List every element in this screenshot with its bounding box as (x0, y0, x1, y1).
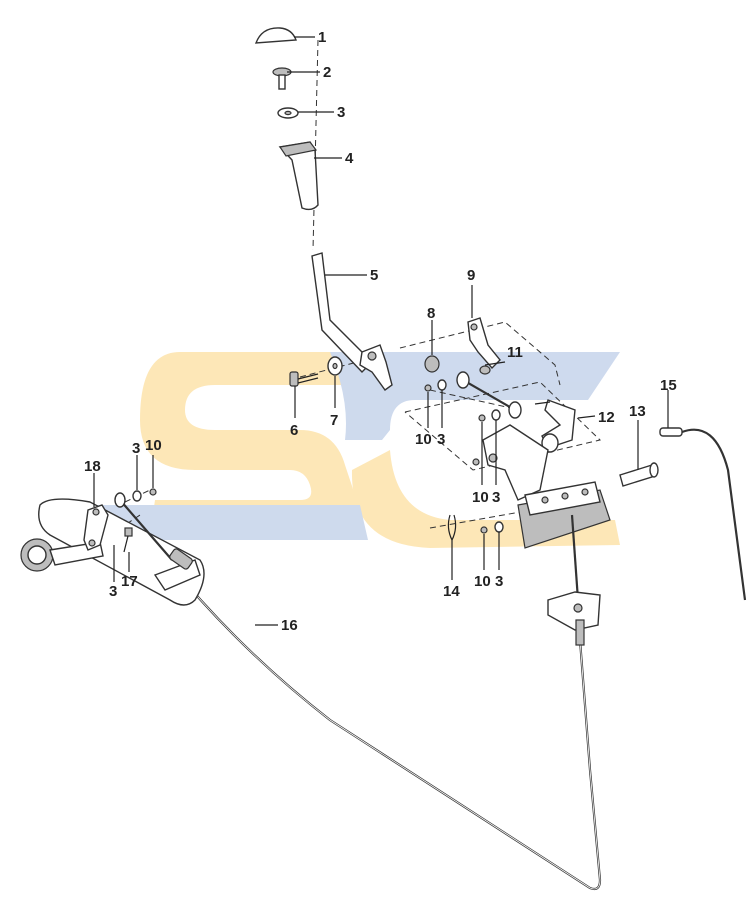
part-screw (272, 67, 292, 90)
part-cable-right (659, 427, 747, 601)
callout-6: 6 (290, 422, 298, 439)
callout-14: 14 (443, 583, 460, 600)
part-shift-arm (83, 504, 109, 551)
part-knob (278, 141, 319, 211)
callout-4: 4 (345, 150, 354, 167)
callout-18: 18 (84, 458, 101, 475)
part-lever-arm (534, 399, 576, 453)
callout-12: 12 (598, 409, 615, 426)
part-cable-end-left (114, 492, 193, 570)
callout-10-b: 10 (472, 489, 489, 506)
callout-16: 16 (281, 617, 298, 634)
part-cotter-pin (447, 514, 457, 541)
part-bracket-assembly (482, 424, 611, 549)
callout-3-e: 3 (132, 440, 140, 457)
callout-3-c: 3 (492, 489, 500, 506)
part-bushing (424, 355, 440, 373)
callout-3-d: 3 (495, 573, 503, 590)
part-shift-cable (167, 514, 602, 891)
callout-10-c: 10 (474, 573, 491, 590)
part-knob-cap (254, 27, 297, 44)
callout-3-b: 3 (437, 431, 445, 448)
callout-8: 8 (427, 305, 435, 322)
part-bolt-17 (123, 527, 133, 553)
callout-3-f: 3 (109, 583, 117, 600)
callout-10-d: 10 (145, 437, 162, 454)
callout-3: 3 (337, 104, 345, 121)
callout-7: 7 (330, 412, 338, 429)
callout-leaders (93, 36, 669, 626)
callout-1: 1 (318, 29, 326, 46)
callout-15: 15 (660, 377, 677, 394)
callout-17: 17 (121, 573, 138, 590)
callout-5: 5 (370, 267, 378, 284)
callout-11: 11 (507, 344, 523, 361)
watermark-blue-shape (60, 352, 620, 540)
callout-9: 9 (467, 267, 475, 284)
watermark-gold-shape (140, 352, 361, 535)
part-link-rod (456, 365, 522, 419)
part-link-plate (467, 317, 501, 370)
small-hardware (109, 379, 504, 546)
part-bolt (289, 371, 319, 387)
callout-numbers: 1 2 3 4 5 6 7 8 9 10 3 11 12 13 15 10 3 … (84, 29, 677, 634)
part-pin (619, 462, 659, 487)
callout-13: 13 (629, 403, 646, 420)
callout-2: 2 (323, 64, 331, 81)
callout-10-a: 10 (415, 431, 432, 448)
